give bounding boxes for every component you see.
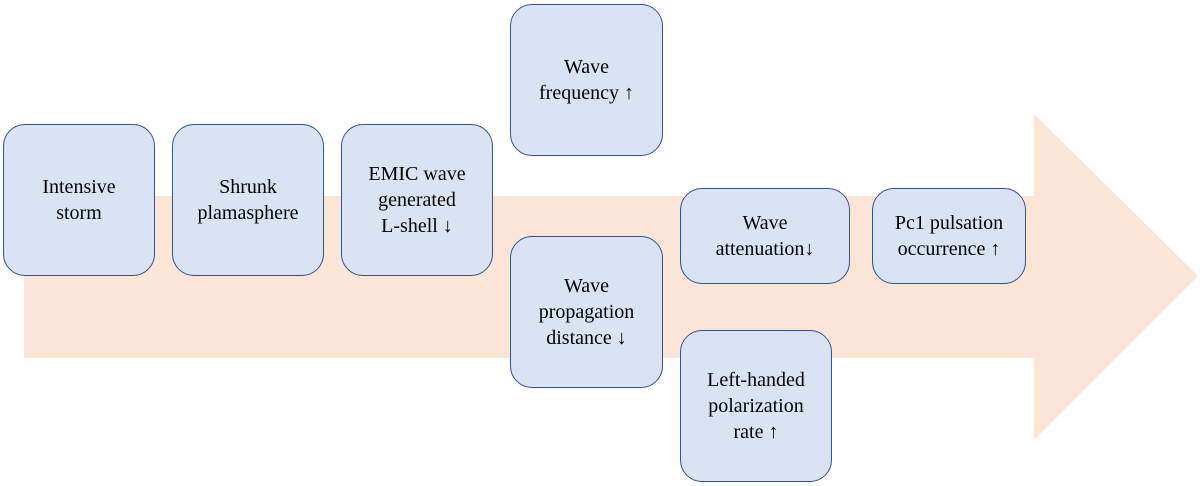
node-left-handed-polarization: Left-handed polarization rate ↑ (680, 330, 832, 482)
node-wave-propagation-label: Wave propagation distance ↓ (538, 275, 635, 349)
node-wave-attenuation-label: Wave attenuation↓ (715, 212, 815, 260)
node-wave-propagation: Wave propagation distance ↓ (510, 236, 663, 388)
node-pc1-pulsation-label: Pc1 pulsation occurrence ↑ (894, 212, 1004, 260)
node-shrunk-plasmasphere-label: Shrunk plamasphere (197, 176, 299, 224)
node-left-handed-polarization-label: Left-handed polarization rate ↑ (707, 369, 805, 443)
node-wave-attenuation: Wave attenuation↓ (680, 188, 850, 284)
node-wave-frequency-label: Wave frequency ↑ (539, 56, 634, 104)
node-intensive-storm: Intensive storm (3, 124, 155, 276)
node-shrunk-plasmasphere: Shrunk plamasphere (172, 124, 324, 276)
node-intensive-storm-label: Intensive storm (42, 176, 116, 224)
node-pc1-pulsation: Pc1 pulsation occurrence ↑ (872, 188, 1026, 284)
node-emic-wave: EMIC wave generated L-shell ↓ (341, 124, 493, 276)
node-wave-frequency: Wave frequency ↑ (510, 4, 663, 156)
node-emic-wave-label: EMIC wave generated L-shell ↓ (368, 163, 466, 237)
